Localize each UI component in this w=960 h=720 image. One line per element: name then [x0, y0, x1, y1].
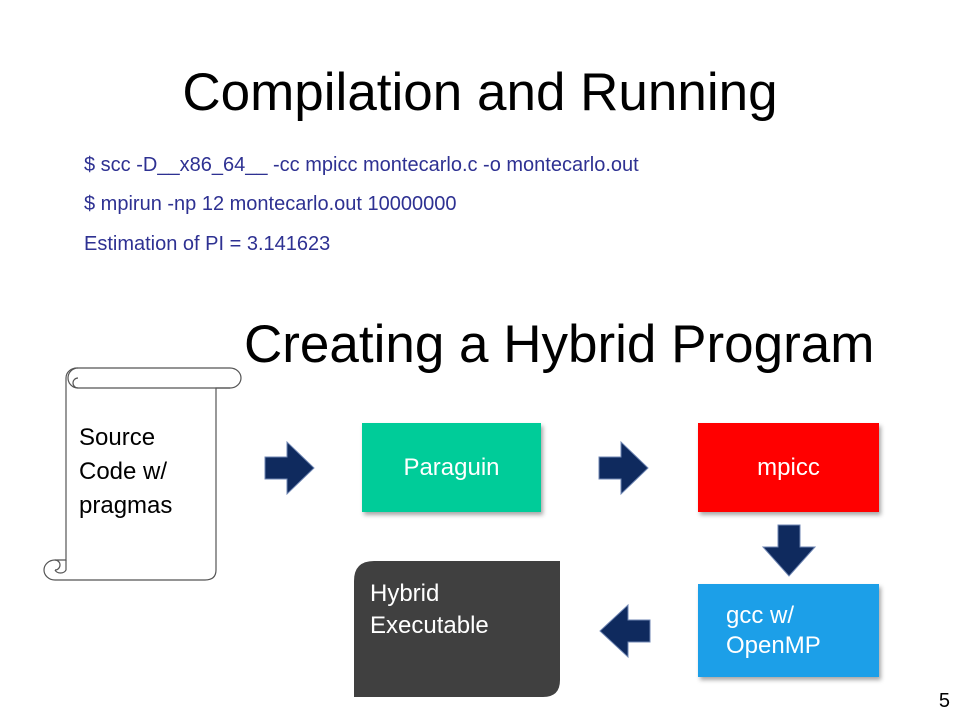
command-line-1: $ scc -D__x86_64__ -cc mpicc montecarlo.…: [84, 154, 639, 176]
source-line-2: Code w/: [79, 458, 168, 485]
section-subtitle: Creating a Hybrid Program: [244, 315, 875, 374]
mpicc-box: [698, 423, 879, 512]
source-line-1: Source: [79, 424, 156, 451]
source-code-label: Source Code w/ pragmas: [79, 421, 172, 523]
arrow-down-icon: [761, 524, 817, 577]
gcc-line-1: gcc w/: [726, 602, 795, 629]
source-code-scroll: [43, 367, 242, 581]
arrow-right-2-icon: [598, 440, 649, 496]
mpicc-label: mpicc: [757, 454, 820, 481]
paraguin-label: Paraguin: [403, 454, 500, 481]
executable-line-2: Executable: [370, 612, 489, 639]
slide-title: Compilation and Running: [182, 63, 778, 122]
command-output: Estimation of PI = 3.141623: [84, 233, 331, 255]
gcc-line-2: OpenMP: [726, 632, 821, 659]
gcc-openmp-label: gcc w/ OpenMP: [726, 601, 821, 661]
hybrid-executable-box: [354, 561, 560, 697]
page-number: 5: [938, 690, 950, 712]
source-line-3: pragmas: [79, 492, 173, 519]
executable-line-1: Hybrid: [370, 580, 440, 607]
command-line-2: $ mpirun -np 12 montecarlo.out 10000000: [84, 193, 457, 215]
gcc-openmp-box: [698, 584, 879, 677]
hybrid-executable-label: Hybrid Executable: [370, 578, 489, 642]
arrow-left-icon: [599, 603, 651, 659]
arrow-right-1-icon: [264, 440, 315, 496]
paraguin-box: [362, 423, 541, 512]
